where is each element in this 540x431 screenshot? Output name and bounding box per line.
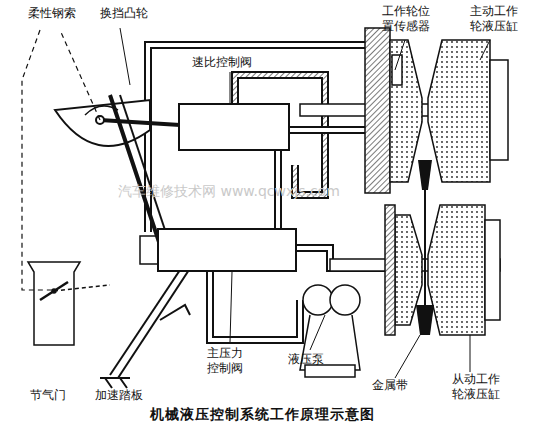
part-label: 加速踏板 bbox=[95, 388, 155, 403]
valve-box: 速比控制阀 bbox=[178, 103, 290, 151]
driven-pulley bbox=[330, 205, 500, 335]
flexible-cable bbox=[22, 30, 55, 290]
part-label: 金属带 bbox=[372, 378, 422, 393]
throttle-body bbox=[28, 262, 110, 345]
valve-cylinder bbox=[140, 236, 158, 264]
leader-lines bbox=[120, 28, 490, 378]
part-label: 节气门 bbox=[30, 388, 80, 403]
metal-belt bbox=[416, 160, 434, 335]
valve-label: 主压力 控制阀 bbox=[207, 346, 251, 376]
shift-cam bbox=[55, 95, 180, 245]
diagram-caption: 机械液压控制系统工作原理示意图 bbox=[150, 406, 375, 424]
part-label: 液压泵 bbox=[288, 352, 338, 367]
part-label: 换挡凸轮 bbox=[100, 6, 160, 21]
valve-box: 主压力 控制阀 bbox=[157, 228, 297, 272]
flexible-cable bbox=[60, 30, 100, 120]
valve-label: 速比控制阀 bbox=[192, 55, 282, 70]
drive-pulley bbox=[300, 28, 508, 193]
watermark: 汽车维修技术网 www.qcwxjs.com bbox=[118, 184, 418, 199]
part-label: 主动工作 轮液压缸 bbox=[470, 4, 528, 34]
part-label: 从动工作 轮液压缸 bbox=[452, 372, 510, 402]
part-label: 工作轮位 置传感器 bbox=[382, 4, 440, 34]
part-label: 柔性钢索 bbox=[28, 6, 88, 21]
